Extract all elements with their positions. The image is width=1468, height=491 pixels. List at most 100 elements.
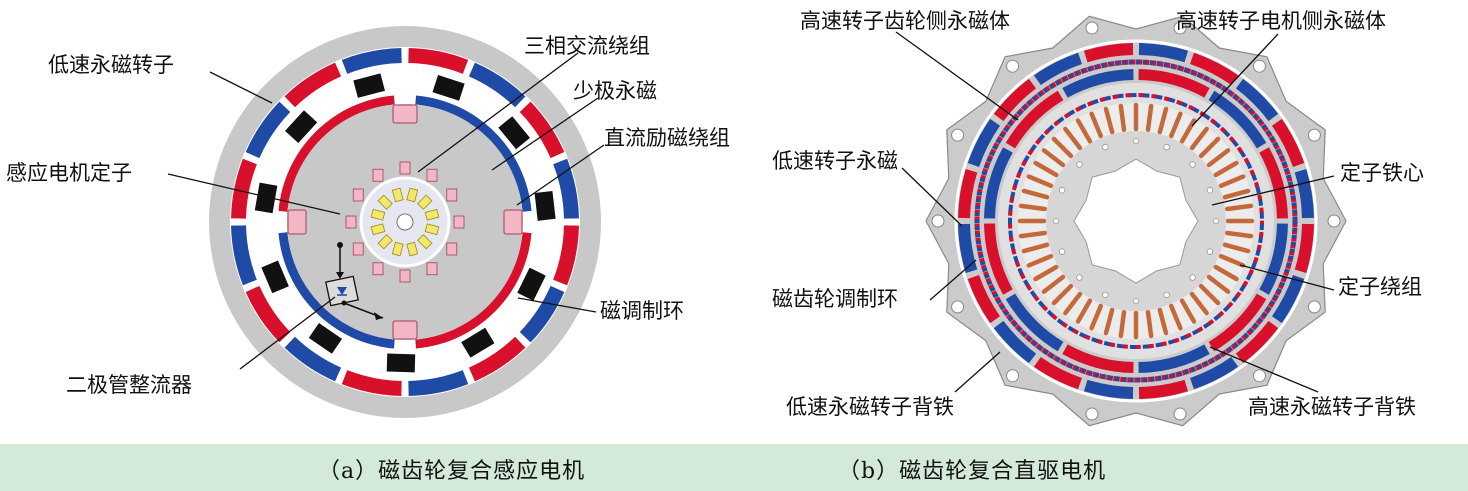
a-rotor-magnet: [408, 370, 469, 396]
b-hs-gear-magnet: [1005, 90, 1064, 149]
a-modulation-block: [285, 110, 318, 144]
b-stator-coil: [1026, 253, 1054, 268]
b-hub-hole: [1212, 217, 1220, 225]
a-stator-outer-slot: [399, 269, 411, 283]
b-mounting-holes: [931, 21, 1341, 421]
b-stator-coil: [1198, 136, 1221, 159]
a-stator-outer-slot: [426, 168, 438, 182]
b-outer-magnet: [967, 118, 1001, 167]
b-stator-coil: [1168, 111, 1183, 139]
a-modulation-block: [386, 353, 416, 373]
a-ac-winding-coil: [391, 241, 404, 257]
b-mounting-hole: [1006, 369, 1020, 383]
b-magnetic-gear-modulation-ring: [974, 59, 1298, 383]
b-outer-magnet: [1083, 379, 1134, 399]
b-outer-magnet: [993, 320, 1037, 364]
a-ac-winding-coil: [377, 194, 393, 210]
b-hs-gear-magnet: [984, 223, 1013, 295]
a-stator-outer-slot: [352, 242, 364, 256]
b-stator-coil: [1033, 264, 1059, 282]
a-stator-outer-slot: [372, 168, 384, 182]
b-outer-magnet: [1033, 356, 1082, 390]
a-inner-pm-arc: [415, 95, 532, 212]
label-low-speed-pm-rotor-back-iron: 低速永磁转子背铁: [786, 395, 954, 419]
b-stator-coil: [1089, 111, 1104, 139]
b-hs-gear-magnet: [984, 147, 1013, 219]
a-stator-outer-slot: [446, 242, 458, 256]
b-stator-coil: [1118, 103, 1127, 133]
b-high-speed-rotor-motor-side-pm: [1008, 93, 1264, 349]
b-hub-hole: [1163, 291, 1170, 299]
b-outer-magnet: [1083, 43, 1134, 63]
b-mounting-hole: [1252, 59, 1266, 73]
label-low-speed-pm-rotor: 低速永磁转子: [48, 53, 174, 77]
caption-b: （b）磁齿轮复合直驱电机: [838, 459, 1107, 484]
label-induction-motor-stator: 感应电机定子: [6, 161, 132, 185]
b-hub-hole: [1132, 297, 1140, 305]
a-few-pole-pm: [287, 104, 523, 340]
a-few-pole-pm-block: [392, 104, 418, 124]
a-modulation-block: [534, 190, 556, 221]
a-few-pole-pm-block: [392, 320, 418, 340]
b-stator-coil: [1145, 309, 1154, 339]
a-inner-pm-arc: [278, 232, 395, 349]
a-ac-winding-coil: [391, 187, 404, 203]
b-stator-coil: [1021, 242, 1050, 254]
b-hub-hole: [1163, 143, 1170, 151]
b-outer-magnet: [1138, 379, 1189, 399]
b-mounting-hole: [1307, 300, 1321, 314]
b-outer-magnet: [1271, 275, 1305, 324]
b-stator-coil: [1018, 203, 1048, 212]
a-rotor-magnet: [468, 62, 526, 108]
a-rotor-magnet: [341, 370, 402, 396]
a-rotor-magnet: [408, 48, 469, 74]
b-mounting-hole: [1173, 407, 1187, 421]
b-stator-coil: [1157, 106, 1169, 135]
b-stator-coil: [1026, 174, 1054, 189]
b-hub-hole: [1189, 274, 1196, 281]
b-hs-gear-magnet: [1208, 90, 1267, 149]
b-stator-coil: [1168, 303, 1183, 331]
b-mounting-hole: [931, 214, 945, 228]
b-stator-coil: [1213, 264, 1239, 282]
b-stator-coil: [1018, 230, 1048, 239]
a-rotor-magnet: [284, 62, 342, 108]
a-ac-winding-coil: [417, 194, 433, 210]
b-mounting-hole: [1252, 369, 1266, 383]
figure-canvas: 低速永磁转子 三相交流绕组 少极永磁 直流励磁绕组 感应电机定子 磁调制环 二极…: [6, 9, 1424, 427]
b-stator-coil: [1063, 291, 1083, 316]
a-stator-outer-slot: [426, 262, 438, 276]
a-rotor-magnet: [231, 158, 257, 219]
b-stator-hub-holes: [1052, 137, 1220, 305]
b-stator-coil: [1075, 118, 1093, 144]
b-mounting-hole: [1085, 21, 1099, 35]
b-stator-coil: [1218, 174, 1246, 189]
a-ac-winding-coil: [417, 234, 433, 250]
a-modulation-block: [498, 116, 530, 150]
b-stator-coil: [1089, 303, 1104, 331]
b-outer-magnet: [1294, 223, 1314, 274]
a-modulation-ring-blocks: [254, 73, 556, 373]
b-hub-hole: [1102, 291, 1109, 299]
a-rotor-magnet: [284, 336, 342, 382]
b-stator-coil: [1222, 242, 1251, 254]
label-magnetic-modulation-ring: 磁调制环: [600, 299, 684, 323]
a-ac-winding-coil: [424, 223, 440, 236]
panel-a-motor-diagram: 低速永磁转子 三相交流绕组 少极永磁 直流励磁绕组 感应电机定子 磁调制环 二极…: [6, 26, 730, 418]
label-stator-core: 定子铁心: [1340, 161, 1424, 185]
b-stator-coil: [1218, 253, 1246, 268]
b-stator-coil: [1145, 103, 1154, 133]
a-rotor-magnet: [341, 48, 402, 74]
b-hub-hole: [1058, 187, 1066, 194]
a-rotor-magnet: [519, 285, 565, 343]
b-stator-coil: [1075, 298, 1093, 324]
b-stator-coil: [1103, 307, 1115, 336]
a-inner-pm-arc: [278, 95, 395, 212]
a-ac-winding-coil: [377, 234, 393, 250]
b-hub-hole: [1102, 143, 1109, 151]
b-stator-coil: [1021, 188, 1050, 200]
b-hs-gear-magnet: [1259, 147, 1288, 219]
b-motor-pm-red: [1008, 93, 1264, 349]
b-hub-hole: [1076, 161, 1083, 168]
panel-b-motor-diagram: 高速转子齿轮侧永磁体 高速转子电机侧永磁体 低速转子永磁 定子铁心 磁齿轮调制环…: [772, 9, 1424, 427]
